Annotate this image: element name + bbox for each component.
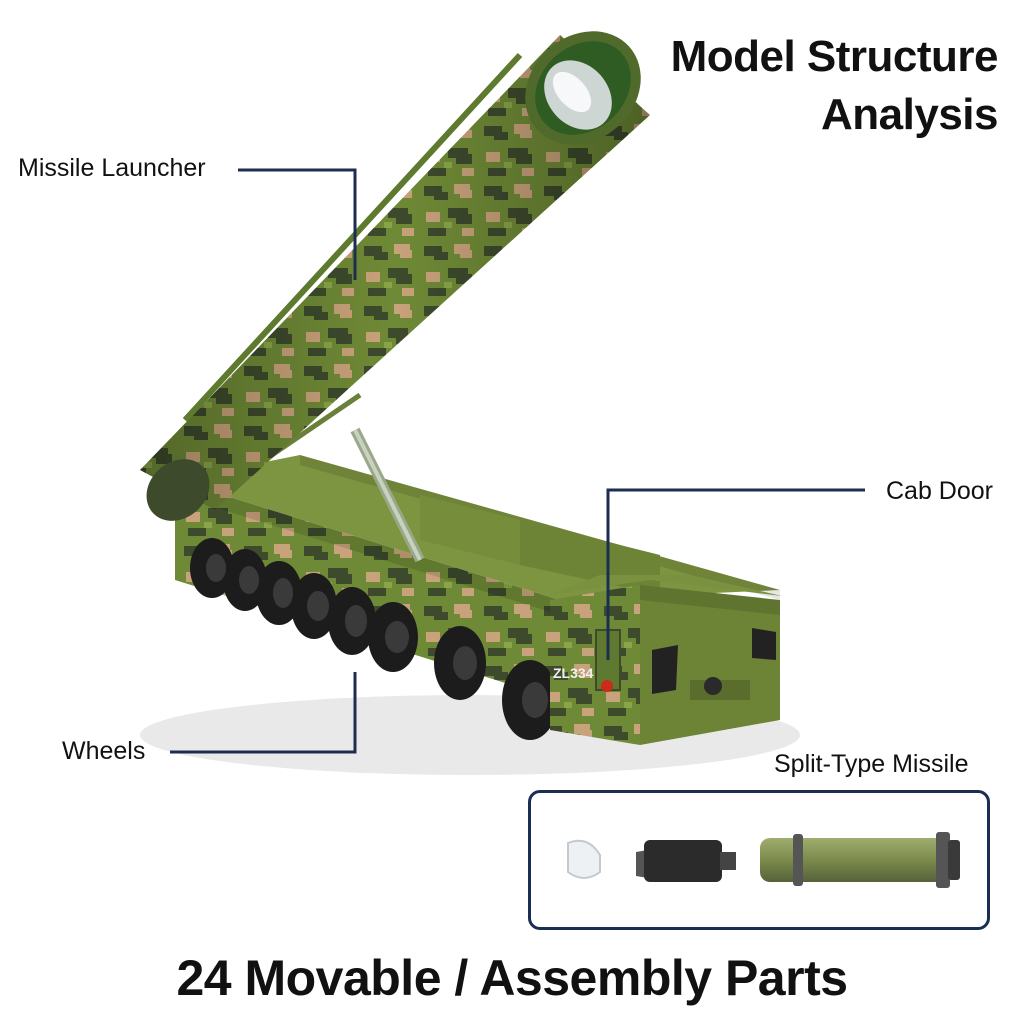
footer-caption: 24 Movable / Assembly Parts (176, 950, 848, 1006)
leader-cab-door (606, 488, 865, 660)
title-line-2: Analysis (821, 90, 998, 139)
vehicle-marking: ZL334 (553, 665, 594, 681)
page-title: Model Structure Analysis (670, 28, 999, 144)
title-line-1: Model Structure (670, 32, 999, 81)
leader-lines (170, 168, 865, 754)
label-missile-launcher: Missile Launcher (18, 154, 206, 182)
leader-missile-launcher (238, 168, 357, 280)
label-wheels: Wheels (62, 737, 146, 765)
launch-tube (140, 31, 650, 521)
leader-wheels (170, 672, 357, 754)
label-cab-door: Cab Door (886, 477, 993, 505)
label-split-missile: Split-Type Missile (774, 750, 969, 778)
cab: ZL334 (548, 575, 782, 745)
split-missile-parts-overlay (567, 832, 960, 888)
wheel-set (190, 538, 558, 740)
